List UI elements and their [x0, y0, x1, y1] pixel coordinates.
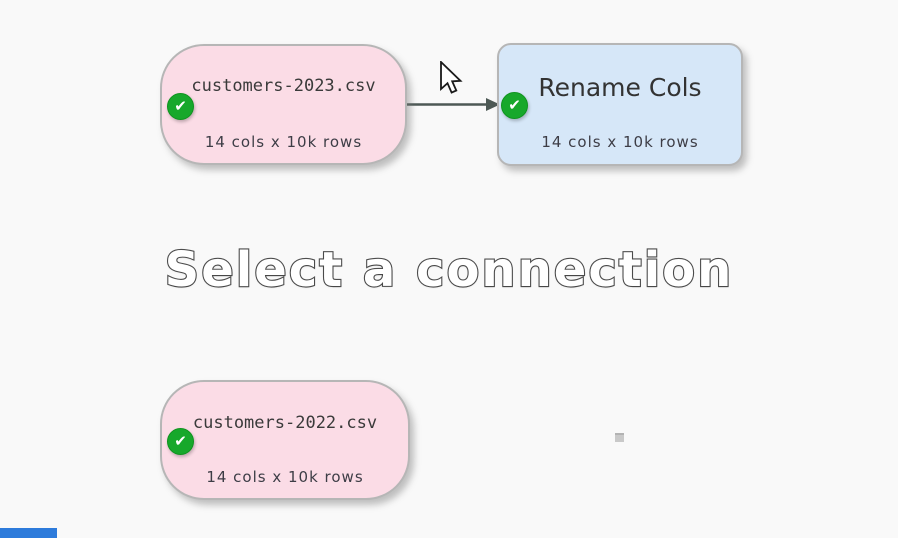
node-rename-cols[interactable]: ✔ Rename Cols 14 cols x 10k rows [497, 43, 743, 166]
node-dimensions: 14 cols x 10k rows [206, 468, 364, 486]
node-title: Rename Cols [538, 73, 702, 102]
check-icon: ✔ [167, 428, 194, 455]
check-icon: ✔ [167, 93, 194, 120]
progress-bar [0, 528, 57, 538]
connection-arrow[interactable] [406, 94, 502, 115]
node-customers-2023-csv[interactable]: ✔ customers-2023.csv 14 cols x 10k rows [160, 44, 407, 165]
mouse-pointer-icon [440, 61, 463, 94]
node-dimensions: 14 cols x 10k rows [541, 133, 699, 151]
node-customers-2022-csv[interactable]: ✔ customers-2022.csv 14 cols x 10k rows [160, 380, 410, 500]
node-title: customers-2023.csv [191, 76, 376, 96]
node-title: customers-2022.csv [192, 413, 378, 433]
select-connection-watermark: Select a connection [164, 241, 734, 299]
node-dimensions: 14 cols x 10k rows [204, 133, 363, 151]
check-icon: ✔ [501, 92, 528, 119]
canvas-handle-square [615, 433, 624, 442]
